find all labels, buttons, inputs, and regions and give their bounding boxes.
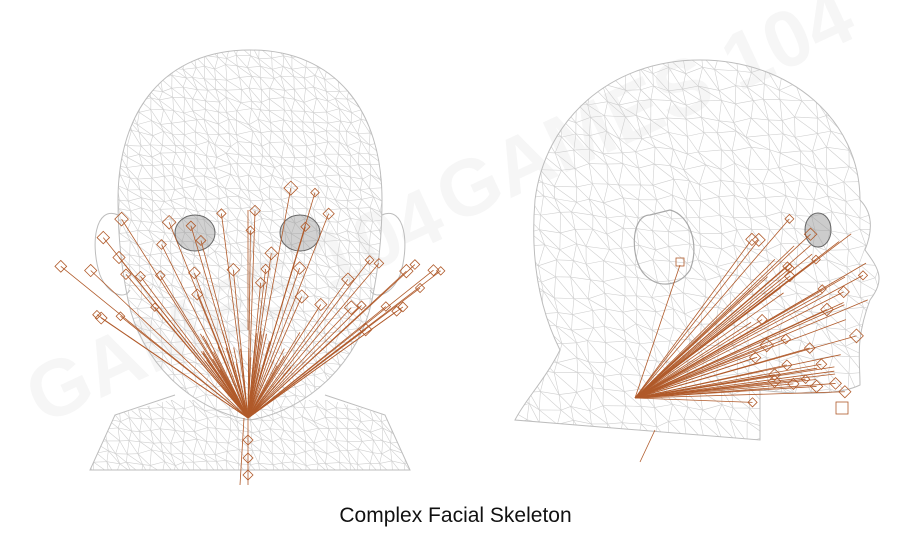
- side-head-wireframe: [514, 59, 880, 463]
- front-head-wireframe: [54, 49, 446, 486]
- side-eye-icon: [804, 212, 832, 248]
- caption: Complex Facial Skeleton: [339, 504, 571, 527]
- right-eye-icon: [279, 214, 321, 252]
- left-eye-icon: [174, 214, 216, 252]
